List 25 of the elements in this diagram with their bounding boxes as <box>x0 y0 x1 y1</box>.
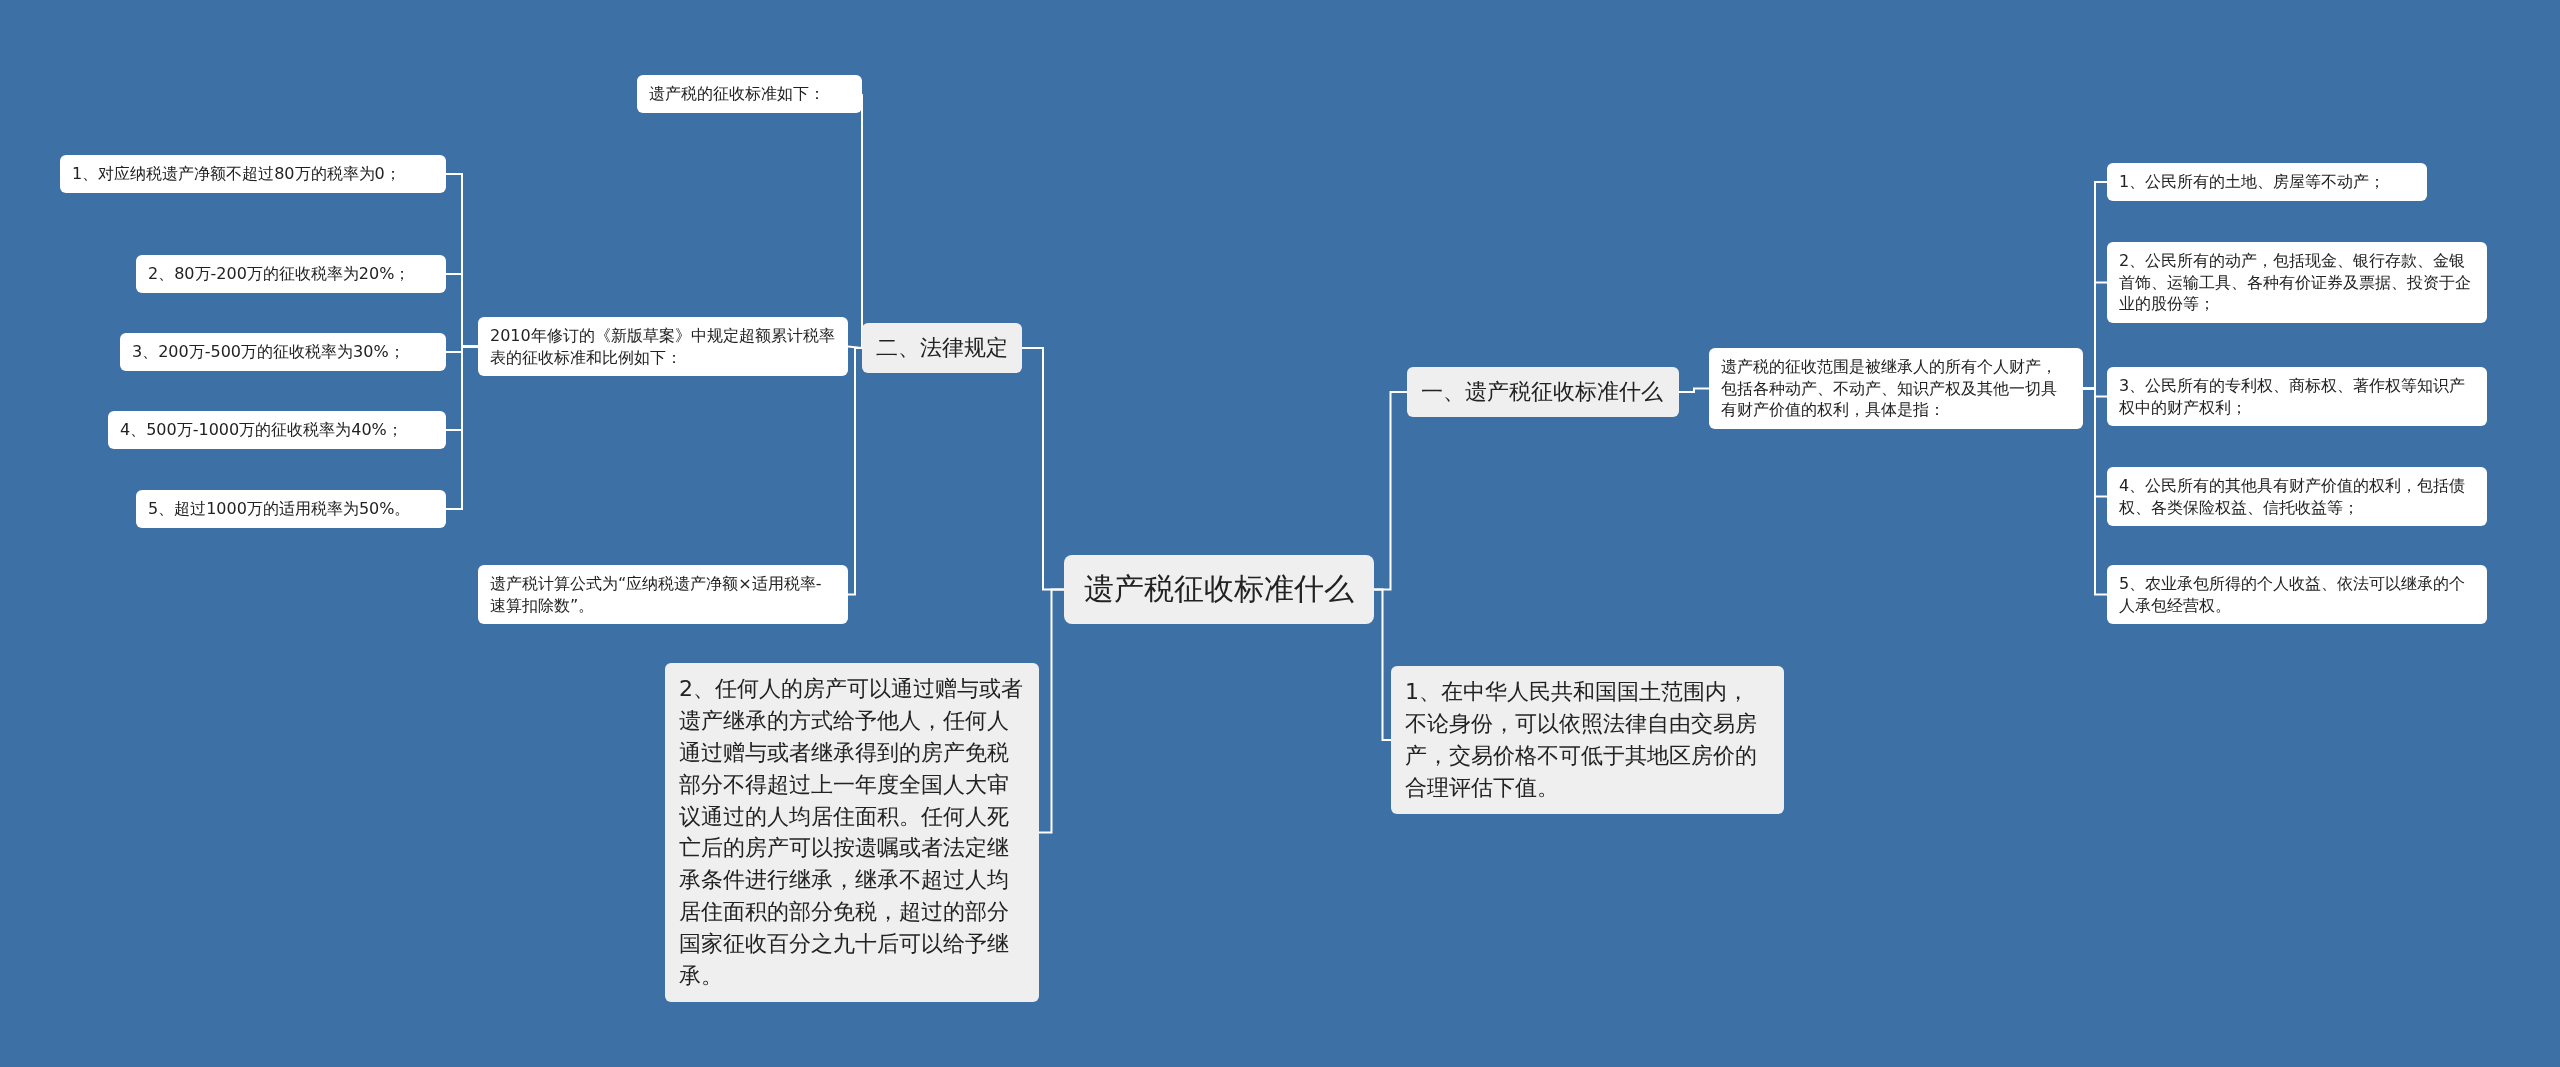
note-card: 3、公民所有的专利权、商标权、著作权等知识产权中的财产权利； <box>2107 367 2487 427</box>
note-card: 3、200万-500万的征收税率为30%； <box>120 333 446 371</box>
connector-line <box>1038 588 1065 834</box>
note-card: 1、公民所有的土地、房屋等不动产； <box>2107 163 2427 201</box>
note-card: 2010年修订的《新版草案》中规定超额累计税率表的征收标准和比例如下： <box>478 317 848 377</box>
topic-box: 二、法律规定 <box>862 323 1022 373</box>
note-card: 4、公民所有的其他具有财产价值的权利，包括债权、各类保险权益、信托收益等； <box>2107 467 2487 527</box>
central-topic: 遗产税征收标准什么 <box>1064 555 1374 624</box>
note-card: 1、对应纳税遗产净额不超过80万的税率为0； <box>60 155 446 193</box>
note-card: 1、在中华人民共和国国土范围内，不论身份，可以依照法律自由交易房产，交易价格不可低于其地区房价的合理评估下值。 <box>1391 666 1784 814</box>
note-card: 2、80万-200万的征收税率为20%； <box>136 255 446 293</box>
note-card: 遗产税的征收范围是被继承人的所有个人财产，包括各种动产、不动产、知识产权及其他一切具有财产价值的权利，具体是指： <box>1709 348 2083 429</box>
note-card: 5、农业承包所得的个人收益、依法可以继承的个人承包经营权。 <box>2107 565 2487 625</box>
connector-line <box>847 347 863 596</box>
connector-line <box>1373 588 1392 741</box>
connector-line <box>2082 387 2108 596</box>
note-card: 遗产税计算公式为“应纳税遗产净额×适用税率-速算扣除数”。 <box>478 565 848 625</box>
note-card: 2、公民所有的动产，包括现金、银行存款、金银首饰、运输工具、各种有价证券及票据、投资于企业的股份等； <box>2107 242 2487 323</box>
note-card: 4、500万-1000万的征收税率为40%； <box>108 411 446 449</box>
connector-line <box>1678 387 1710 393</box>
note-card: 遗产税的征收标准如下： <box>637 75 862 113</box>
topic-box: 一、遗产税征收标准什么 <box>1407 367 1679 417</box>
connector-line <box>445 345 479 510</box>
note-card: 5、超过1000万的适用税率为50%。 <box>136 490 446 528</box>
note-card: 2、任何人的房产可以通过赠与或者遗产继承的方式给予他人，任何人通过赠与或者继承得到的房产免税部分不得超过上一年度全国人大审议通过的人均居住面积。任何人死亡后的房产可以按遗嘱或者法定继承条件进行继承，继承不超过人均居住面积的部分免税，超过的部分国家征收百分之九十后可以给予继承。 <box>665 663 1039 1002</box>
